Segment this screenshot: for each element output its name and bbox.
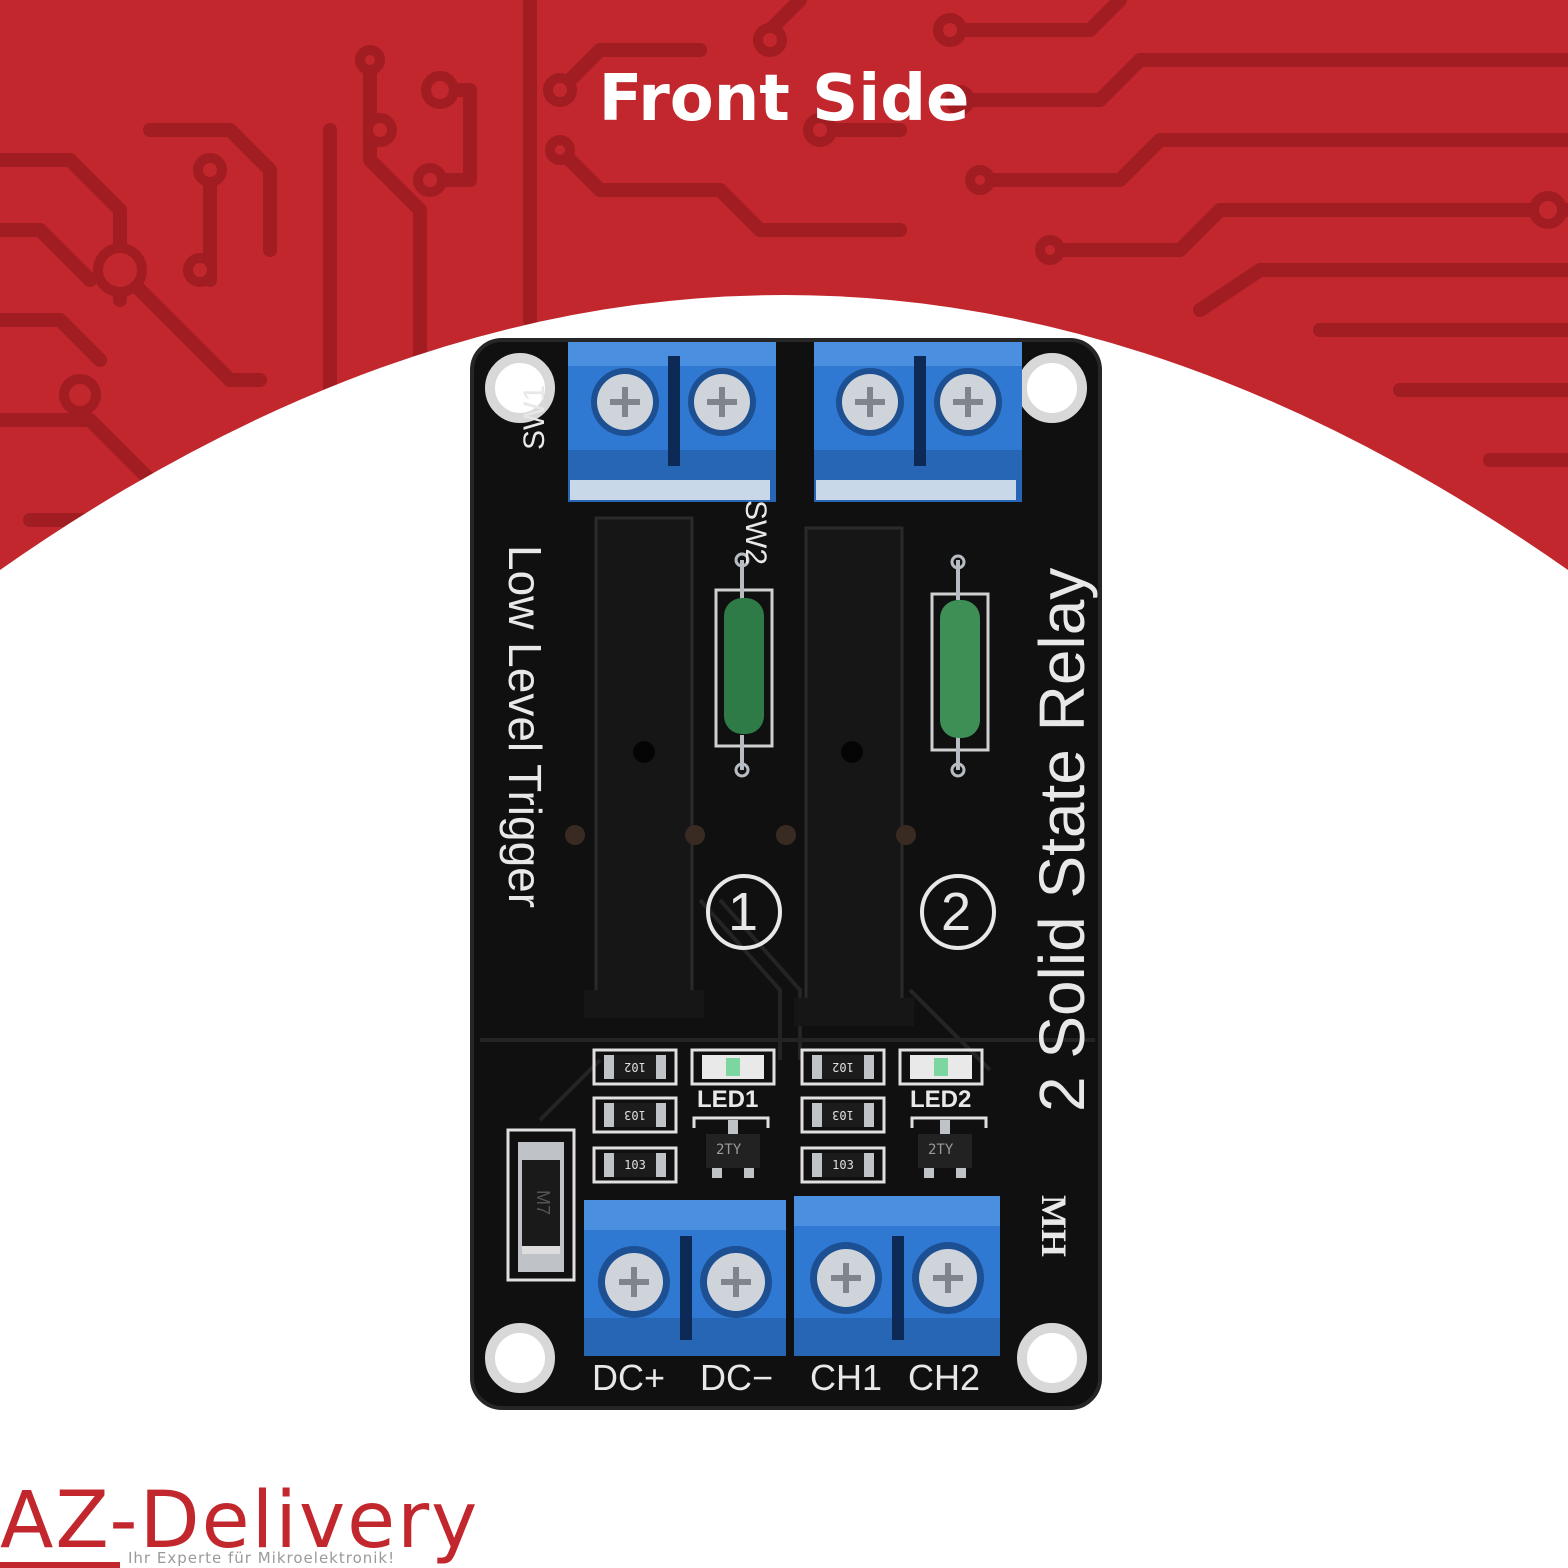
led-label-1: LED1 <box>697 1086 759 1113</box>
channel-digit-1: 1 <box>728 882 759 942</box>
terminal-label-ch1: CH1 <box>810 1357 883 1398</box>
fuse-1 <box>714 552 774 778</box>
transistors <box>692 1116 988 1178</box>
terminal-label-sw2: SW2 <box>739 500 772 566</box>
led-chips <box>702 1055 972 1079</box>
transistor-mark: 2TY <box>716 1142 742 1158</box>
resistor-code: 102 <box>624 1060 646 1074</box>
transistor-mark: 2TY <box>928 1142 954 1158</box>
page-title: Front Side <box>598 62 970 136</box>
brand-tagline: Ihr Experte für Mikroelektronik! <box>128 1549 396 1567</box>
bottom-terminal-power <box>584 1200 786 1356</box>
resistor-code: 102 <box>832 1060 854 1074</box>
diode-mark: M7 <box>533 1190 553 1216</box>
resistor-code: 103 <box>832 1108 854 1122</box>
channel-digit-2: 2 <box>941 882 972 942</box>
top-terminal-sw1 <box>568 342 776 502</box>
circuit-pads <box>59 13 1567 416</box>
fuse-2 <box>930 554 990 778</box>
relay-1 <box>584 516 704 1018</box>
brand-logo: AZ-Delivery <box>0 1476 480 1566</box>
terminal-label-sw1: SW1 <box>518 384 551 450</box>
top-terminal-sw2 <box>814 342 1022 502</box>
circuit-trace-pattern <box>0 0 1568 527</box>
led-label-2: LED2 <box>910 1086 972 1113</box>
terminal-label-dc-plus: DC+ <box>592 1357 666 1398</box>
relay-2 <box>794 526 914 1026</box>
terminal-label-ch2: CH2 <box>908 1357 981 1398</box>
product-label: 2 Solid State Relay <box>1026 567 1098 1112</box>
maker-mark: MH <box>1034 1195 1074 1257</box>
smd-resistors <box>592 1048 984 1184</box>
bottom-terminal-channels <box>794 1196 1000 1356</box>
terminal-label-dc-minus: DC− <box>700 1357 774 1398</box>
relay-board <box>470 338 1102 1410</box>
diode <box>506 1128 576 1282</box>
trigger-label: Low Level Trigger <box>499 545 551 909</box>
resistor-code: 103 <box>832 1158 854 1172</box>
resistor-code: 103 <box>624 1108 646 1122</box>
resistor-code: 103 <box>624 1158 646 1172</box>
